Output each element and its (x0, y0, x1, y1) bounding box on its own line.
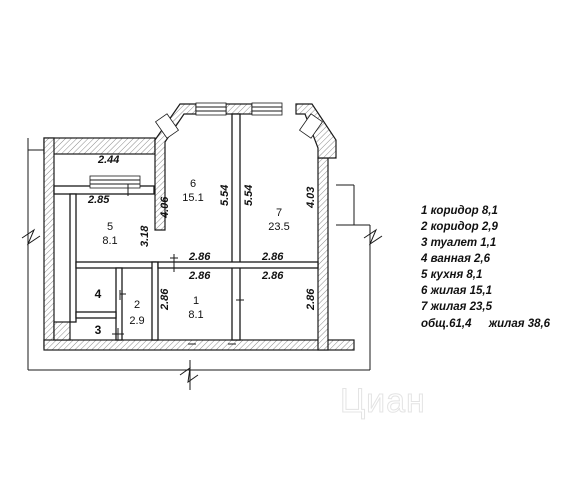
windows (89, 102, 324, 189)
interior-walls (53, 113, 319, 341)
legend-item: 5 кухня 8,1 (421, 269, 483, 281)
room-labels: 1 8.1 2 2.9 3 4 5 8.1 6 15.1 7 23.5 (95, 178, 290, 337)
total-area: общ.61,4 (421, 318, 472, 330)
room-legend: 1 коридор 8,1 2 коридор 2,9 3 туалет 1,1… (421, 203, 498, 315)
dim-label: 2.86 (261, 270, 284, 282)
living-area: жилая 38,6 (488, 318, 551, 330)
legend-item: 2 коридор 2,9 (421, 221, 498, 233)
room-7-area: 23.5 (268, 221, 289, 233)
legend-item: 1 коридор 8,1 (421, 205, 498, 217)
legend-item: 4 ванная 2,6 (421, 253, 491, 265)
dim-label: 3.18 (139, 225, 151, 247)
dim-label: 2.86 (159, 288, 171, 311)
dim-label: 2.86 (188, 251, 211, 263)
dim-label: 2.86 (261, 251, 284, 263)
room-1-area: 8.1 (188, 309, 203, 321)
room-6-area: 15.1 (182, 192, 203, 204)
room-5-area: 8.1 (102, 235, 117, 247)
dim-label: 5.54 (219, 185, 231, 206)
dim-label: 2.86 (305, 288, 317, 311)
area-totals: общ.61,4 жилая 38,6 (421, 318, 564, 330)
room-5-number: 5 (107, 221, 113, 233)
room-2-number: 2 (134, 299, 140, 311)
dim-label: 4.03 (305, 187, 317, 209)
room-1-number: 1 (193, 295, 199, 307)
dim-label: 2.44 (97, 154, 119, 166)
room-7-number: 7 (276, 207, 282, 219)
legend-item: 6 жилая 15,1 (421, 285, 492, 297)
dim-label: 4.06 (159, 196, 171, 219)
watermark-text: Циан (340, 382, 426, 420)
room-4-number: 4 (95, 287, 102, 301)
watermark-logo: Циан (340, 382, 426, 421)
room-6-number: 6 (190, 178, 196, 190)
door-ticks (112, 184, 244, 345)
dimension-labels: 2.44 2.85 4.06 5.54 5.54 4.03 3.18 2.86 … (87, 154, 317, 311)
legend-item: 7 жилая 23,5 (421, 301, 492, 313)
dim-label: 2.85 (87, 194, 110, 206)
room-3-number: 3 (95, 323, 102, 337)
legend-item: 3 туалет 1,1 (421, 237, 497, 249)
outer-outline (21, 138, 383, 390)
dim-label: 5.54 (243, 185, 255, 206)
dim-label: 2.86 (188, 270, 211, 282)
room-2-area: 2.9 (129, 315, 144, 327)
